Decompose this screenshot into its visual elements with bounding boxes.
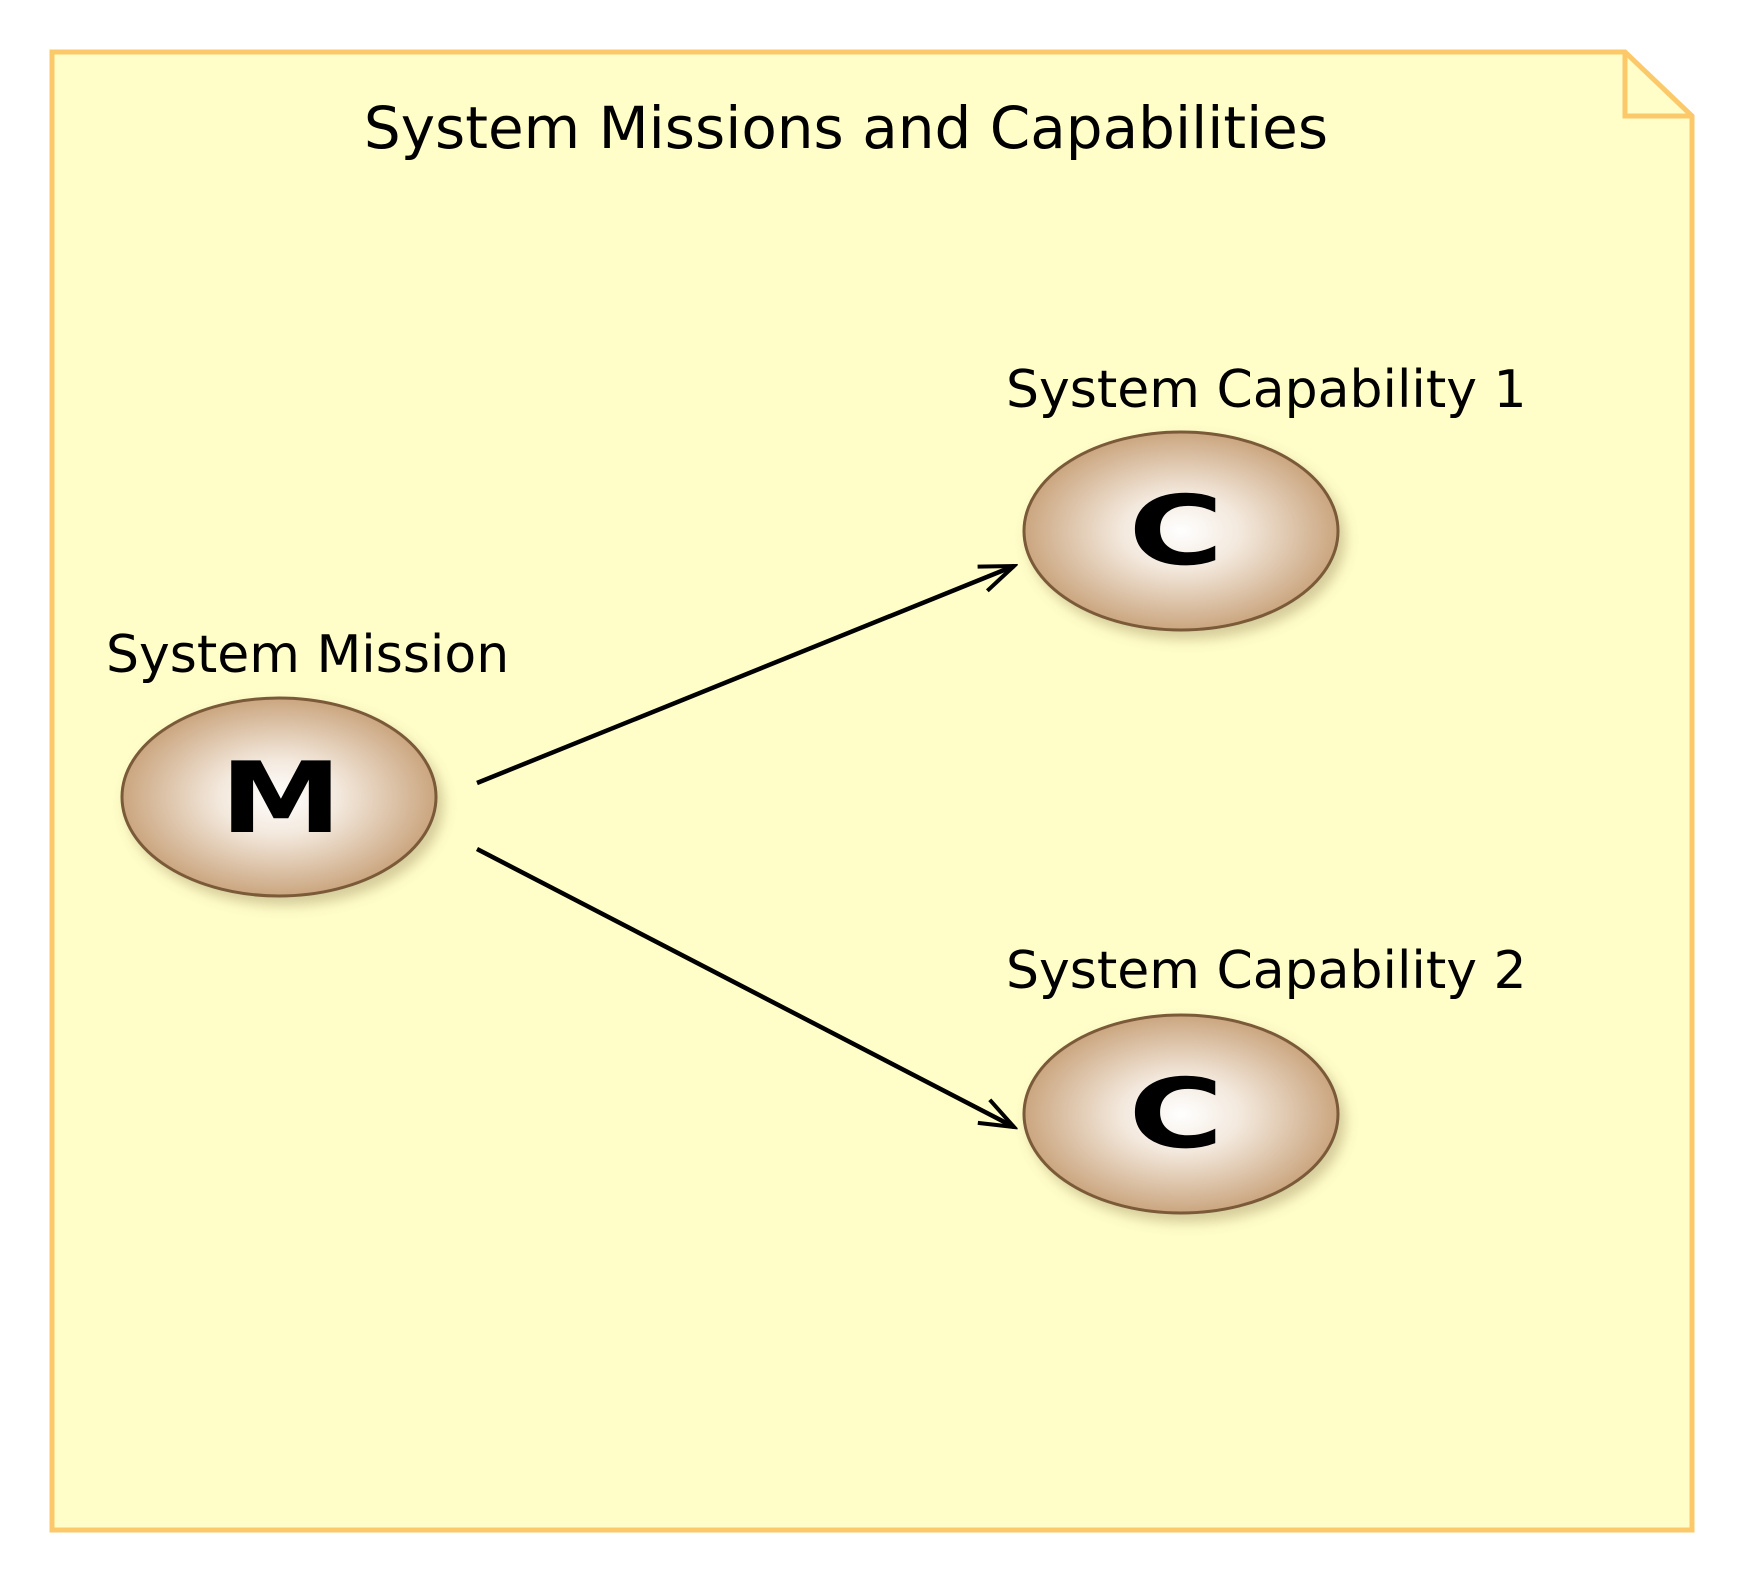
node-glyph: C: [1128, 475, 1223, 587]
edge-mission-cap1[interactable]: [476, 566, 1014, 786]
node-glyph: C: [1128, 1058, 1223, 1170]
mission-icon: [120, 696, 438, 898]
edge-mission-cap2[interactable]: [475, 847, 1014, 1127]
diagram-title: System Missions and Capabilities: [364, 94, 1328, 162]
node-capability-1[interactable]: System Capability 1 C: [1006, 360, 1527, 632]
node-mission[interactable]: System Mission M: [106, 625, 509, 898]
capability-icon: [1022, 430, 1340, 632]
node-glyph: M: [220, 742, 342, 856]
node-label: System Mission: [106, 625, 509, 685]
capability-icon: [1022, 1013, 1340, 1215]
node-label: System Capability 1: [1006, 360, 1527, 420]
node-label: System Capability 2: [1006, 941, 1527, 1001]
node-capability-2[interactable]: System Capability 2 C: [1006, 941, 1527, 1215]
